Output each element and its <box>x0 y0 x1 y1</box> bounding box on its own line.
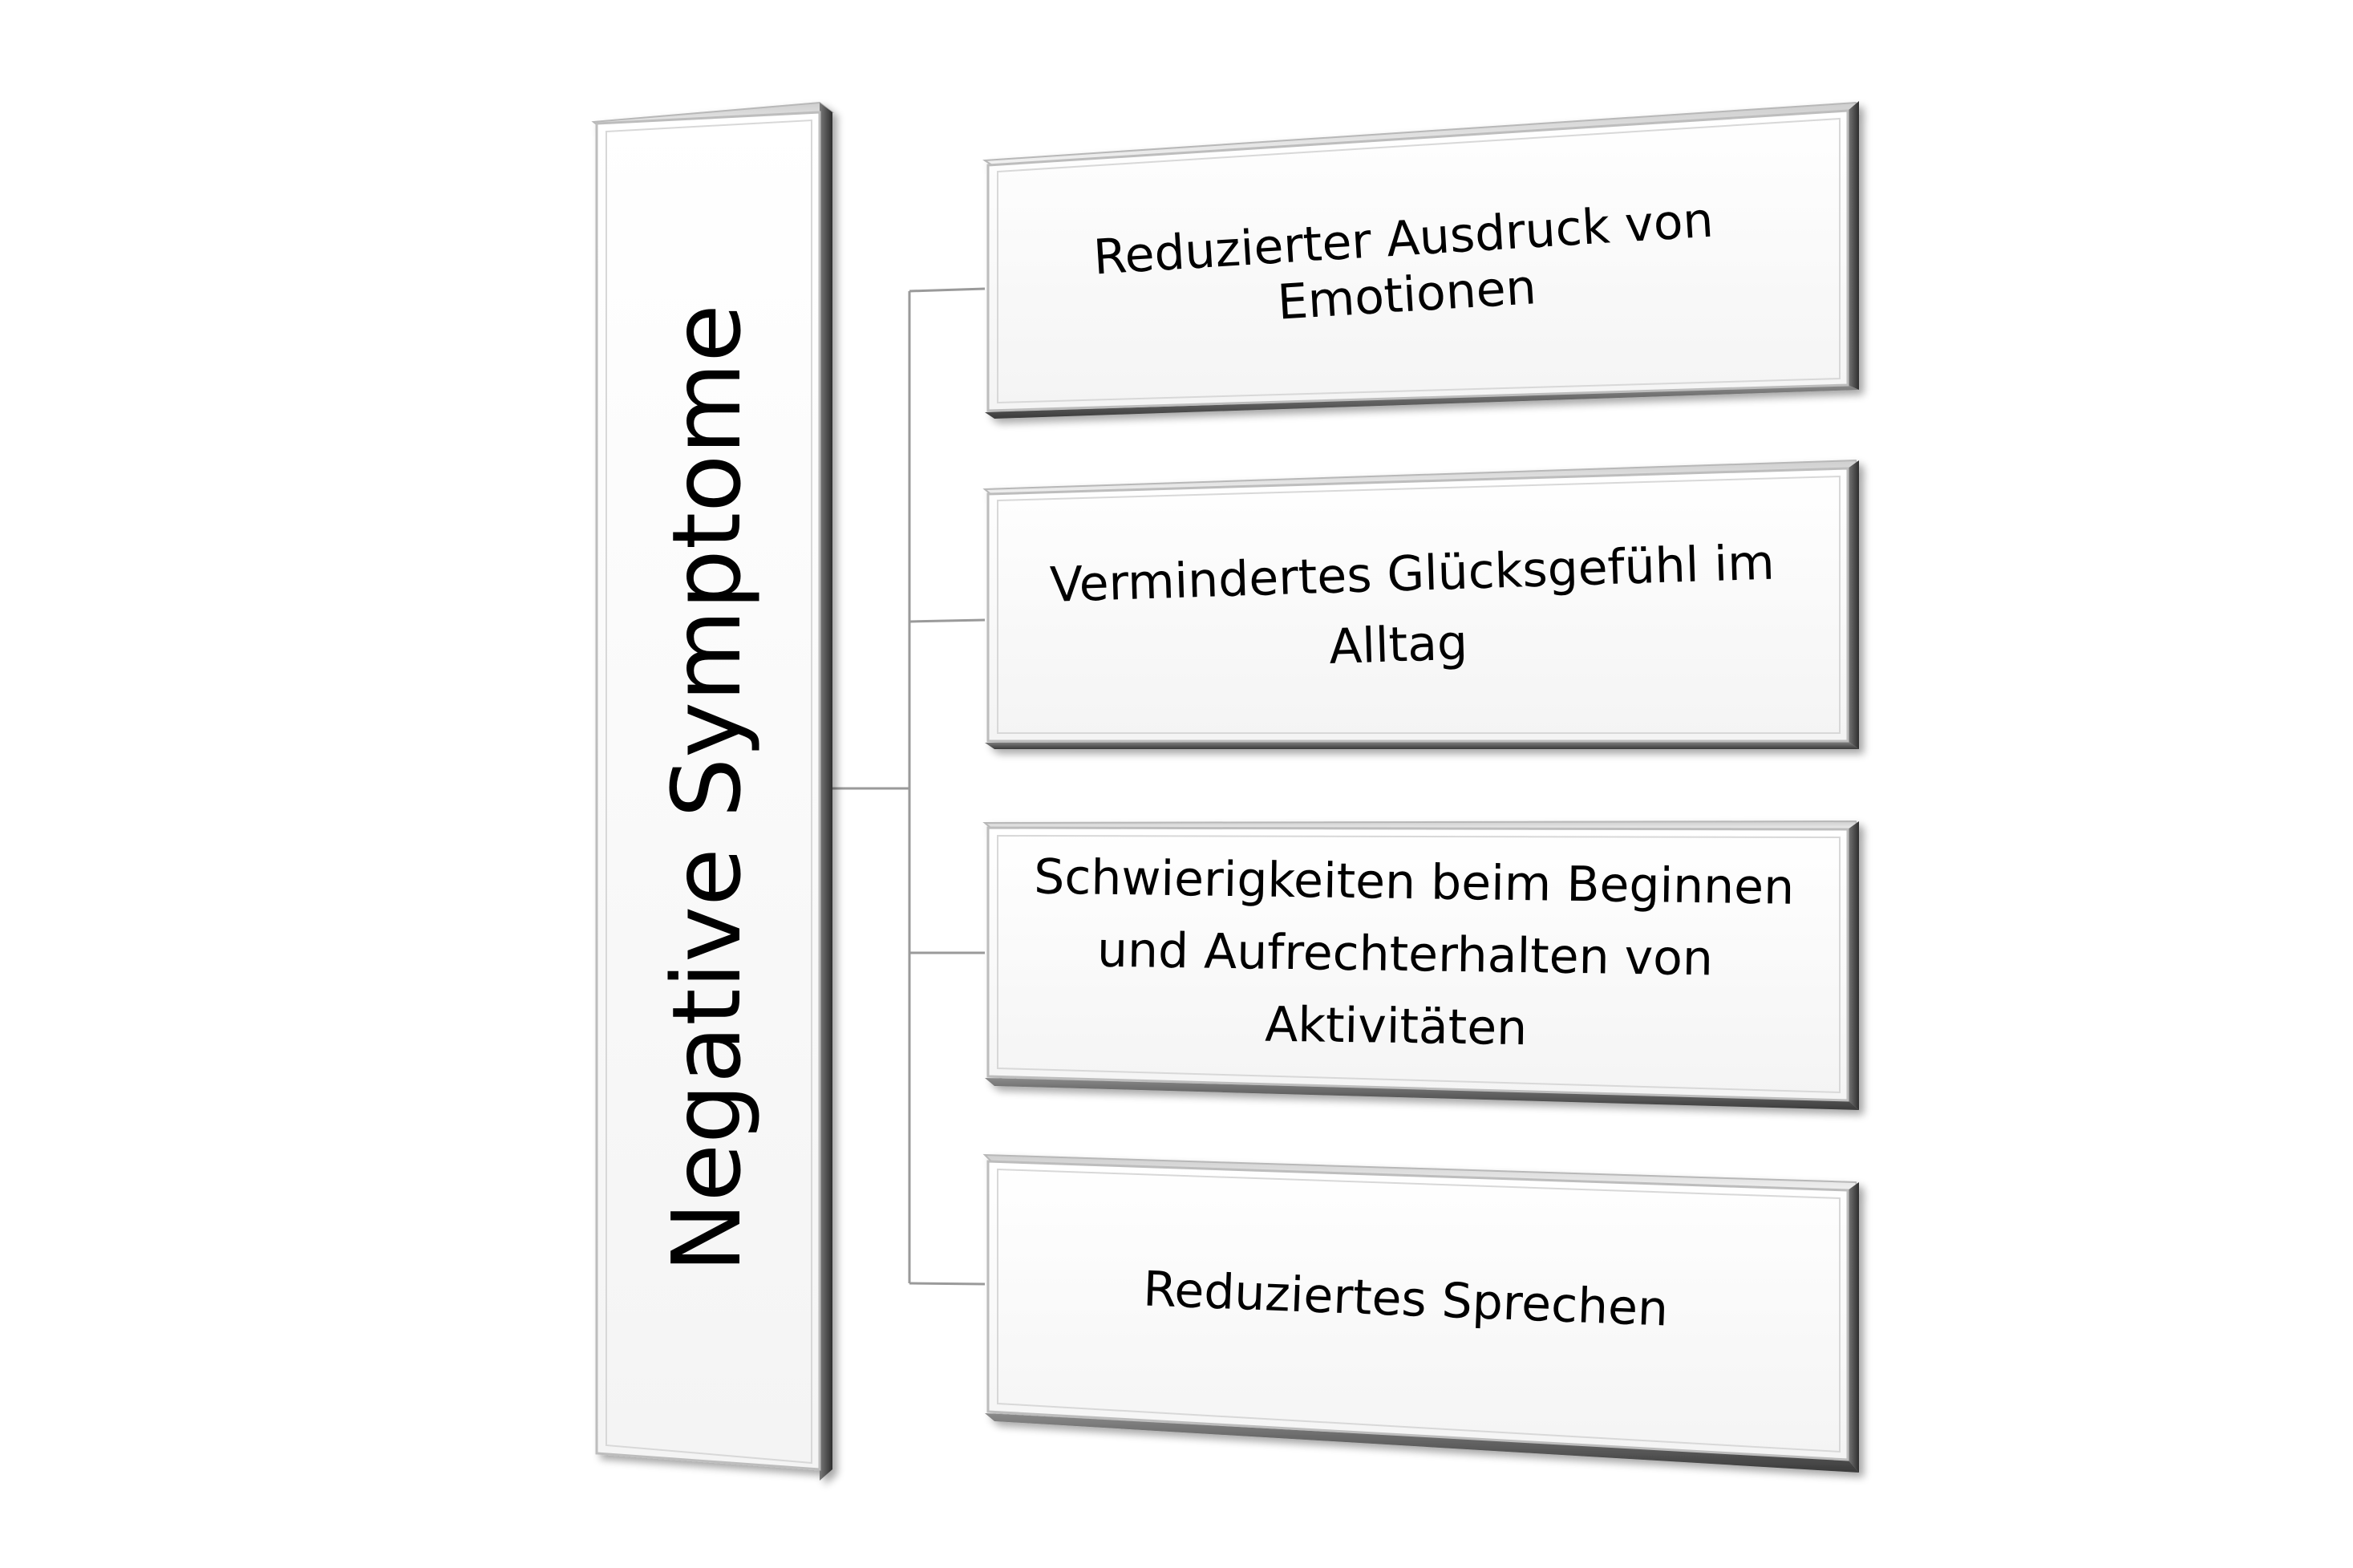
child-box-2: Vermindertes Glücksgefühl im Alltag <box>982 459 1861 749</box>
child-3-inner-edge <box>997 834 1841 1094</box>
child-3-bottom-bevel <box>985 1078 1859 1110</box>
child-3-label: Schwierigkeiten beim Beginnen und Aufrec… <box>1034 849 1795 1057</box>
child-3-right-bevel <box>1848 821 1859 1110</box>
root-box-inner-edge <box>605 119 812 1465</box>
child-2-right-bevel <box>1848 460 1859 749</box>
root-node: Negative Symptome <box>591 101 835 1481</box>
child-4-bottom-bevel <box>985 1413 1859 1473</box>
connector-child-2 <box>909 618 986 623</box>
child-4-right-bevel <box>1848 1182 1859 1473</box>
child-2-bottom-bevel <box>985 741 1859 749</box>
child-2-line-2: Alltag <box>1328 615 1468 675</box>
connector-child-1 <box>909 287 986 293</box>
connector-child-4 <box>909 1282 986 1286</box>
child-box-4: Reduziertes Sprechen <box>982 1153 1861 1473</box>
child-3-line-3: Aktivitäten <box>1265 997 1528 1057</box>
root-box-face <box>595 111 821 1471</box>
child-1-face <box>986 109 1849 412</box>
child-2-face <box>986 467 1849 743</box>
child-3-line-2: und Aufrechterhalten von <box>1097 922 1714 987</box>
child-3-line-1: Schwierigkeiten beim Beginnen <box>1034 849 1795 916</box>
child-2-inner-edge <box>997 475 1841 734</box>
child-1-bottom-bevel <box>985 385 1859 419</box>
child-3-face <box>986 826 1849 1102</box>
connector-lines <box>832 287 986 1286</box>
child-1-right-bevel <box>1848 101 1859 390</box>
child-box-1: Reduzierter Ausdruck von Emotionen <box>982 101 1861 419</box>
child-4-face <box>986 1160 1849 1461</box>
child-box-3: Schwierigkeiten beim Beginnen und Aufrec… <box>982 820 1861 1110</box>
child-4-inner-edge <box>997 1168 1841 1453</box>
root-label: Negative Symptome <box>651 304 762 1273</box>
root-box-right-bevel <box>820 103 832 1481</box>
child-1-inner-edge <box>997 117 1841 404</box>
